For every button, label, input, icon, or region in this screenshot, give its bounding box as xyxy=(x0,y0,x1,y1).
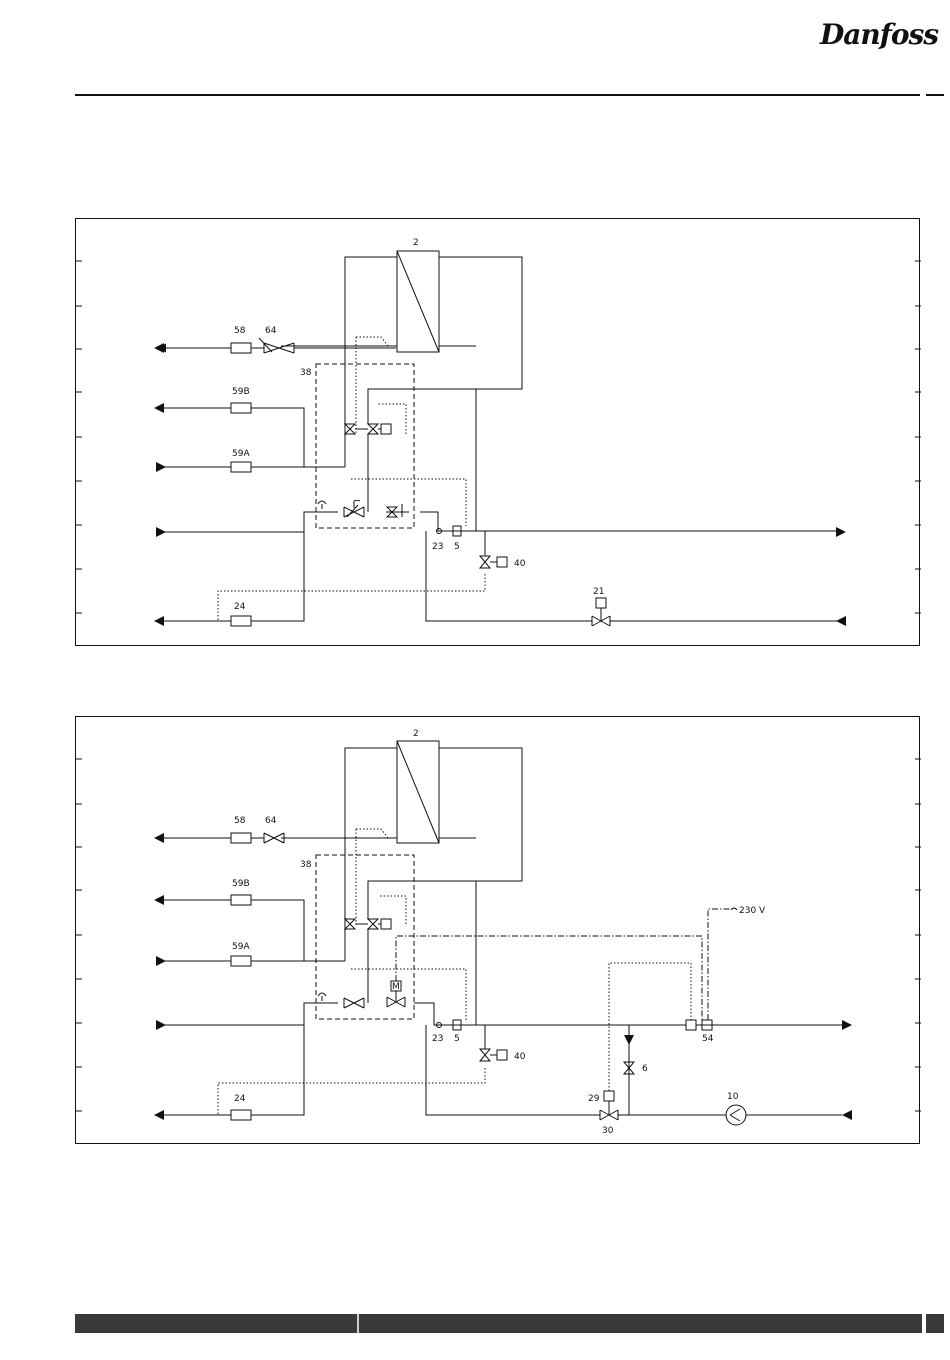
edge-ticks xyxy=(76,759,921,1111)
controller-box-38 xyxy=(316,855,414,1019)
sensor-54a xyxy=(686,1020,696,1030)
label-23: 23 xyxy=(432,542,443,552)
control-valve xyxy=(344,507,364,517)
line-return-30 xyxy=(426,1025,842,1115)
line-59b xyxy=(156,408,304,467)
control-valve xyxy=(344,998,364,1008)
header-rule-tail xyxy=(926,94,944,96)
sensor-59a xyxy=(231,462,251,472)
motor-label: M xyxy=(392,982,400,992)
label-59a: 59A xyxy=(232,449,250,459)
sensor-59a xyxy=(231,956,251,966)
line-main-supply xyxy=(156,512,842,532)
sensor-59b xyxy=(231,895,251,905)
sensor-58 xyxy=(231,833,251,843)
line-return-24 xyxy=(156,532,304,621)
control-signal-lines xyxy=(218,829,691,1114)
schematic-diagram-2: 2 38 M 23 5 40 xyxy=(76,717,921,1145)
line-main-supply xyxy=(156,1003,842,1025)
pipe-to-exchanger xyxy=(368,389,476,424)
label-38: 38 xyxy=(300,368,312,378)
label-59a: 59A xyxy=(232,942,250,952)
label-24: 24 xyxy=(234,1094,246,1104)
sensor-24 xyxy=(231,616,251,626)
label-54: 54 xyxy=(702,1034,714,1044)
label-30: 30 xyxy=(602,1126,614,1136)
valve-30 xyxy=(600,1101,618,1120)
actuator-29 xyxy=(604,1091,614,1101)
label-10: 10 xyxy=(727,1092,739,1102)
label-29: 29 xyxy=(588,1094,600,1104)
check-valve xyxy=(387,504,402,517)
pipe-to-exchanger xyxy=(368,881,476,919)
flow-arrows xyxy=(154,343,846,626)
label-6: 6 xyxy=(642,1064,648,1074)
twin-valves xyxy=(345,919,381,929)
valve-40 xyxy=(480,531,497,568)
footer-tab xyxy=(926,1314,944,1333)
footer-bar xyxy=(75,1314,922,1333)
danfoss-logo: Danfoss xyxy=(820,18,938,51)
line-return-21 xyxy=(426,531,842,621)
label-59b: 59B xyxy=(232,387,250,397)
footer-divider xyxy=(357,1314,359,1333)
heat-exchanger-2 xyxy=(397,251,439,352)
label-38: 38 xyxy=(300,860,312,870)
valve-40 xyxy=(480,1025,497,1061)
sensor-bulb xyxy=(318,501,326,509)
motor-valve xyxy=(387,991,405,1007)
label-40: 40 xyxy=(514,559,526,569)
schematic-panel-1: 2 38 23 5 xyxy=(75,218,920,646)
label-2: 2 xyxy=(413,238,419,248)
sensor-bulb xyxy=(318,993,326,1001)
pipe-primary-loop xyxy=(345,257,522,531)
label-2: 2 xyxy=(413,729,419,739)
power-lines xyxy=(396,909,731,1020)
label-64: 64 xyxy=(265,816,277,826)
label-5: 5 xyxy=(454,542,460,552)
label-40: 40 xyxy=(514,1052,526,1062)
bypass-arrow xyxy=(624,1035,634,1045)
label-24: 24 xyxy=(234,602,246,612)
sensor-24 xyxy=(231,1110,251,1120)
actuator-21 xyxy=(596,598,606,608)
line-59b xyxy=(156,900,304,961)
heat-exchanger-2 xyxy=(397,741,439,843)
pipe-primary-loop xyxy=(345,748,522,1025)
sensor-59b xyxy=(231,403,251,413)
schematic-diagram-1: 2 38 23 5 xyxy=(76,219,921,647)
flow-arrows xyxy=(154,833,852,1120)
edge-ticks xyxy=(76,261,921,613)
actuator-40 xyxy=(497,557,507,567)
pump-10-symbol xyxy=(730,1109,740,1121)
pump-10 xyxy=(726,1105,746,1125)
twin-valves xyxy=(345,424,381,434)
actuator-40 xyxy=(497,1050,507,1060)
label-21: 21 xyxy=(593,587,604,597)
schematic-panel-2: 2 38 M 23 5 40 xyxy=(75,716,920,1144)
label-230v: 230 V xyxy=(739,906,766,916)
label-59b: 59B xyxy=(232,879,250,889)
twin-valves-actuator xyxy=(381,919,391,929)
control-signal-lines xyxy=(218,337,485,620)
twin-valves-actuator xyxy=(381,424,391,434)
label-58: 58 xyxy=(234,816,246,826)
valve-21 xyxy=(592,608,610,626)
sensor-58 xyxy=(231,343,251,353)
line-return-24 xyxy=(156,1025,304,1115)
label-5: 5 xyxy=(454,1034,460,1044)
header-rule xyxy=(75,94,920,96)
label-64: 64 xyxy=(265,326,277,336)
ac-symbol xyxy=(731,908,737,910)
label-23: 23 xyxy=(432,1034,443,1044)
label-58: 58 xyxy=(234,326,246,336)
